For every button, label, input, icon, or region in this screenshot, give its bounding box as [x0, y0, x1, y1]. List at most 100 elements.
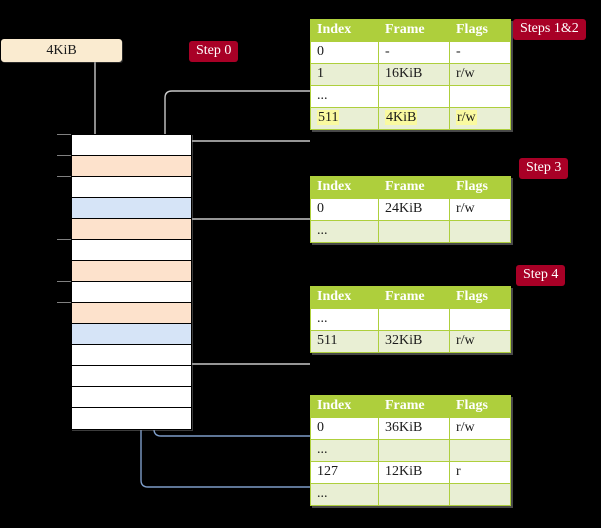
- table-row: 0 36KiB r/w: [310, 417, 511, 440]
- memory-row: [72, 219, 191, 240]
- column-header-frame: Frame: [378, 176, 450, 199]
- cell-frame: 12KiB: [378, 461, 450, 484]
- memory-row: [72, 387, 191, 408]
- cell-frame: 24KiB: [378, 198, 450, 221]
- cell-flags: r/w: [449, 417, 511, 440]
- cell-frame: [378, 85, 450, 108]
- table-row: 0 - -: [310, 41, 511, 64]
- table-row-highlighted: 511 4KiB r/w: [310, 107, 511, 130]
- memory-row: [72, 261, 191, 282]
- memory-row: [72, 135, 191, 156]
- table-header-row: Index Frame Flags: [310, 286, 511, 309]
- cell-flags: [449, 483, 511, 506]
- table-row: ...: [310, 308, 511, 331]
- memory-row: [72, 324, 191, 345]
- memory-tick: [57, 176, 72, 177]
- page-table-level-3: Index Frame Flags 0 36KiB r/w ... 127 12…: [310, 395, 511, 506]
- column-header-index: Index: [310, 395, 379, 418]
- memory-row: [72, 240, 191, 261]
- cell-index: ...: [310, 439, 379, 462]
- link-table1-row0-to-memory: [179, 218, 310, 255]
- column-header-flags: Flags: [449, 286, 511, 309]
- memory-row: [72, 345, 191, 366]
- cell-flags: [449, 220, 511, 243]
- page-table-level-2: Index Frame Flags ... 511 32KiB r/w: [310, 286, 511, 353]
- cell-index: ...: [310, 308, 379, 331]
- cell-flags: r/w: [449, 63, 511, 86]
- cell-index: 511: [310, 107, 379, 130]
- column-header-flags: Flags: [449, 19, 511, 42]
- table-header-row: Index Frame Flags: [310, 176, 511, 199]
- virtual-address-label: 4KiB: [46, 42, 77, 58]
- cell-frame: [378, 308, 450, 331]
- column-header-index: Index: [310, 19, 379, 42]
- cell-frame: -: [378, 41, 450, 64]
- column-header-frame: Frame: [378, 395, 450, 418]
- memory-row: [72, 408, 191, 429]
- table-row: 1 16KiB r/w: [310, 63, 511, 86]
- cell-frame: 36KiB: [378, 417, 450, 440]
- table-row: 0 24KiB r/w: [310, 198, 511, 221]
- cell-frame: [378, 220, 450, 243]
- page-table-level-1: Index Frame Flags 0 24KiB r/w ...: [310, 176, 511, 243]
- cell-index: 0: [310, 41, 379, 64]
- cell-flags: [449, 85, 511, 108]
- table-row: ...: [310, 85, 511, 108]
- cell-frame: 16KiB: [378, 63, 450, 86]
- cell-frame: 32KiB: [378, 330, 450, 353]
- cell-frame: 4KiB: [378, 107, 450, 130]
- cell-flags: r/w: [449, 107, 511, 130]
- cell-index: 511: [310, 330, 379, 353]
- table-header-row: Index Frame Flags: [310, 19, 511, 42]
- badge-step-4: Step 4: [516, 265, 566, 286]
- cell-index: ...: [310, 483, 379, 506]
- cell-flags: [449, 308, 511, 331]
- link-table0-row511-to-memory: [174, 140, 310, 155]
- physical-memory-column: [71, 134, 192, 430]
- memory-row: [72, 156, 191, 177]
- table-row: ...: [310, 220, 511, 243]
- cell-index: ...: [310, 220, 379, 243]
- memory-row: [72, 303, 191, 324]
- memory-tick: [57, 155, 72, 156]
- cell-flags-text: r/w: [456, 110, 477, 125]
- memory-row: [72, 198, 191, 219]
- cell-index: 0: [310, 417, 379, 440]
- table-row: 511 32KiB r/w: [310, 330, 511, 353]
- badge-step-3: Step 3: [519, 158, 569, 179]
- cell-flags: [449, 439, 511, 462]
- column-header-index: Index: [310, 176, 379, 199]
- cell-frame-text: 4KiB: [385, 110, 418, 125]
- table-row: ...: [310, 439, 511, 462]
- cell-index: 127: [310, 461, 379, 484]
- memory-row: [72, 282, 191, 303]
- cell-index-text: 511: [317, 110, 340, 125]
- cell-index: ...: [310, 85, 379, 108]
- cell-frame: [378, 439, 450, 462]
- column-header-frame: Frame: [378, 19, 450, 42]
- table-row: 127 12KiB r: [310, 461, 511, 484]
- cell-flags: r/w: [449, 198, 511, 221]
- column-header-frame: Frame: [378, 286, 450, 309]
- table-row: ...: [310, 483, 511, 506]
- cell-flags: r/w: [449, 330, 511, 353]
- column-header-flags: Flags: [449, 176, 511, 199]
- virtual-address-box: 4KiB: [1, 39, 122, 62]
- cell-frame: [378, 483, 450, 506]
- cell-index: 0: [310, 198, 379, 221]
- memory-tick: [57, 281, 72, 282]
- memory-row: [72, 366, 191, 387]
- column-header-flags: Flags: [449, 395, 511, 418]
- cell-flags: -: [449, 41, 511, 64]
- cell-flags: r: [449, 461, 511, 484]
- column-header-index: Index: [310, 286, 379, 309]
- memory-tick: [57, 239, 72, 240]
- memory-tick: [57, 302, 72, 303]
- badge-step-0: Step 0: [189, 41, 239, 62]
- memory-row: [72, 177, 191, 198]
- page-table-level-0: Index Frame Flags 0 - - 1 16KiB r/w ...: [310, 19, 511, 130]
- badge-steps-1-2: Steps 1&2: [513, 19, 586, 40]
- memory-tick: [57, 134, 72, 135]
- table-header-row: Index Frame Flags: [310, 395, 511, 418]
